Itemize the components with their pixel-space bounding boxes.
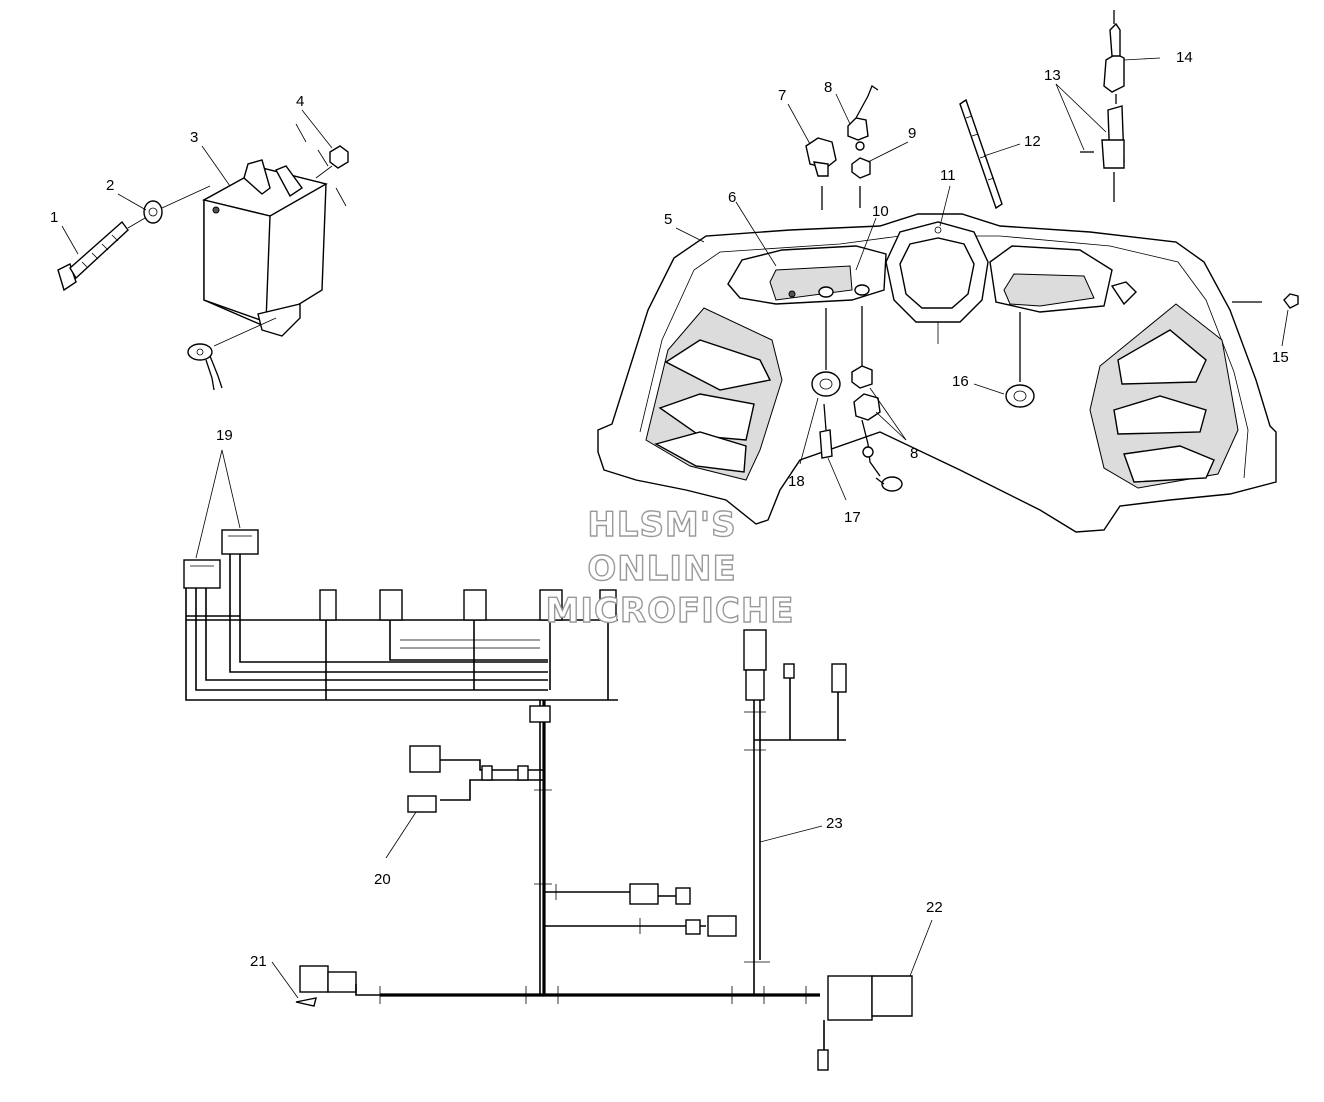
callout-15: 15: [1272, 349, 1289, 366]
callout-9: 9: [908, 125, 916, 142]
dash-console-assembly: [597, 213, 1277, 533]
ring-terminal-part: [187, 317, 277, 391]
wire-harness: [183, 529, 913, 1071]
key-switch-part: [847, 85, 879, 151]
callout-2: 2: [106, 177, 114, 194]
callout-14: 14: [1176, 49, 1193, 66]
watermark-line-1: HLSM'S: [587, 505, 736, 545]
watermark: HLSM'S ONLINE MICROFICHE: [545, 504, 794, 631]
callout-17: 17: [844, 509, 861, 526]
callout-labels: 1 2 3 4 5 6 7 8 9 10 11 12 13 14 15 16 1…: [50, 49, 1289, 970]
callout-4: 4: [296, 93, 304, 110]
callout-3: 3: [190, 129, 198, 146]
cable-12-part: [959, 98, 1003, 210]
callout-7: 7: [778, 87, 786, 104]
grommet-16-part: [1005, 384, 1035, 408]
callout-18: 18: [788, 473, 805, 490]
callout-8-top: 8: [824, 79, 832, 96]
bolt-part: [57, 220, 129, 292]
watermark-line-3: MICROFICHE: [545, 591, 794, 631]
callout-21: 21: [250, 953, 267, 970]
callout-6: 6: [728, 189, 736, 206]
cdi-box-assembly: [57, 123, 349, 391]
callout-16: 16: [952, 373, 969, 390]
callout-8-bottom: 8: [910, 445, 918, 462]
callout-5: 5: [664, 211, 672, 228]
socket-13-part: [1080, 105, 1125, 202]
bulb-14-part: [1103, 10, 1125, 104]
watermark-line-2: ONLINE: [587, 549, 736, 589]
callout-19: 19: [216, 427, 233, 444]
leader-lines: [61, 57, 1289, 999]
switch-knob-part: [805, 137, 837, 210]
callout-20: 20: [374, 871, 391, 888]
callout-1: 1: [50, 209, 58, 226]
callout-13: 13: [1044, 67, 1061, 84]
indicator-18-part: [811, 308, 841, 397]
cdi-box-part: [202, 159, 328, 337]
callout-10: 10: [872, 203, 889, 220]
callout-11: 11: [940, 167, 956, 184]
callout-12: 12: [1024, 133, 1041, 150]
nut-part: [329, 145, 349, 169]
callout-22: 22: [926, 899, 943, 916]
screw-15-part: [1232, 293, 1299, 309]
bulb-17-part: [819, 403, 833, 459]
callout-23: 23: [826, 815, 843, 832]
nut-9-part: [851, 157, 871, 179]
ignition-8-part: [851, 306, 903, 492]
washer-part: [143, 200, 163, 224]
